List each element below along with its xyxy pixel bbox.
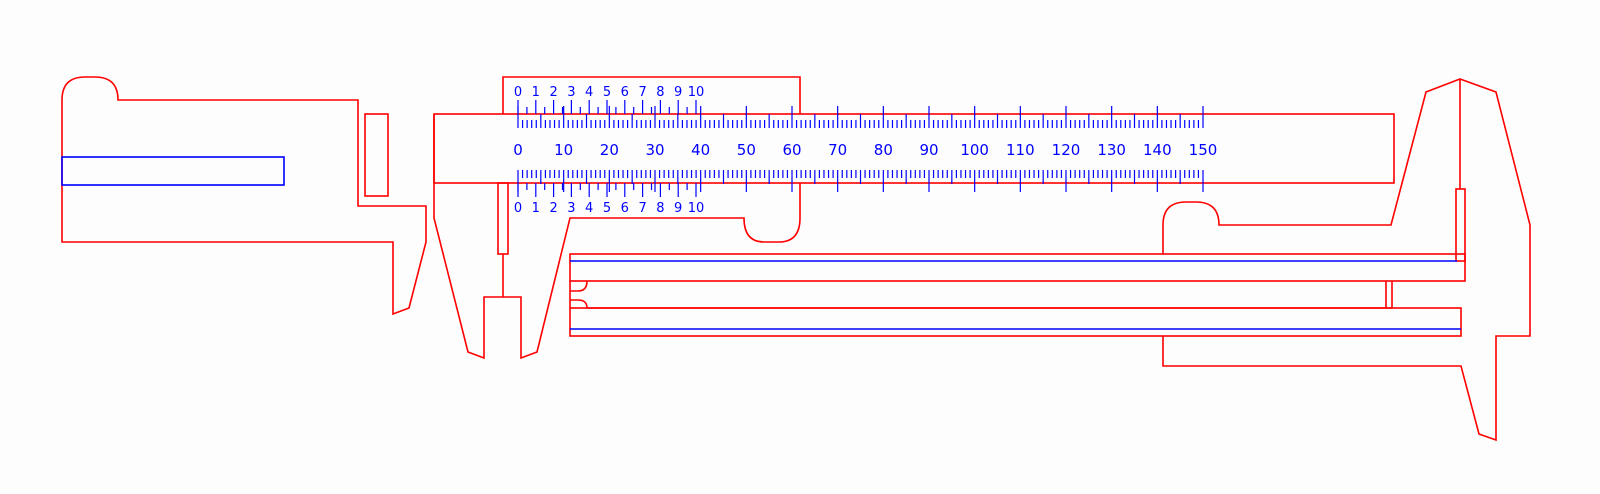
- vernier-bottom-label: 8: [656, 201, 664, 216]
- vernier-top-label: 0: [514, 85, 522, 100]
- right-jaw-outline: [1162, 78, 1531, 442]
- main-scale-label: 90: [919, 141, 938, 159]
- vernier-bottom-label: 6: [621, 201, 629, 216]
- vernier-top-label: 6: [621, 85, 629, 100]
- main-scale-label: 80: [874, 141, 893, 159]
- main-scale-ticks: [517, 106, 1204, 192]
- main-beam-outline: [433, 113, 1395, 184]
- vernier-lock-slot: [497, 182, 509, 255]
- main-scale-label: 0: [513, 141, 523, 159]
- main-scale-label: 130: [1097, 141, 1126, 159]
- vernier-top-label: 10: [688, 85, 705, 100]
- vernier-top-label: 2: [549, 85, 557, 100]
- vernier-top-label: 1: [532, 85, 540, 100]
- vernier-body-outline: [433, 114, 801, 360]
- vernier-bottom-label: 5: [603, 201, 611, 216]
- left-slider-part: [61, 76, 427, 316]
- right-jaw-slot: [1455, 188, 1466, 262]
- vernier-top-window: [502, 76, 801, 114]
- main-scale-label: 140: [1143, 141, 1172, 159]
- main-scale-label: 110: [1006, 141, 1035, 159]
- main-scale-label: 10: [554, 141, 573, 159]
- vernier-bottom-label: 2: [549, 201, 557, 216]
- left-slider-outline: [61, 76, 427, 316]
- middle-rail-outline: [569, 280, 1393, 309]
- vernier-top-label: 7: [638, 85, 646, 100]
- lower-rail-outline: [569, 307, 1462, 337]
- vernier-bottom-label: 1: [532, 201, 540, 216]
- vernier-top-label: 8: [656, 85, 664, 100]
- vernier-bottom-label: 10: [688, 201, 705, 216]
- main-scale-label: 40: [691, 141, 710, 159]
- vernier-bottom-label: 7: [638, 201, 646, 216]
- left-slider-window: [364, 113, 389, 197]
- main-scale-label: 20: [600, 141, 619, 159]
- main-scale-label: 30: [645, 141, 664, 159]
- main-scale-labels: 0 10 20 30 40 50 60 70 80 90 100 110 120 130 140 150: [513, 141, 1217, 159]
- left-slider-blue-strip: [61, 156, 285, 186]
- vernier-top-label: 4: [585, 85, 593, 100]
- main-beam: [433, 113, 1395, 184]
- upper-rail-outline: [569, 253, 1466, 282]
- vernier-top-label: 9: [674, 85, 682, 100]
- vernier-bottom-label: 0: [514, 201, 522, 216]
- main-scale-label: 150: [1189, 141, 1218, 159]
- main-scale-label: 70: [828, 141, 847, 159]
- right-jaw-part: [1162, 78, 1531, 442]
- main-scale-label: 100: [960, 141, 989, 159]
- main-scale-label: 120: [1052, 141, 1081, 159]
- vernier-top-label: 5: [603, 85, 611, 100]
- vernier-bottom-label: 4: [585, 201, 593, 216]
- lower-rails: [569, 253, 1466, 337]
- main-scale-label: 60: [782, 141, 801, 159]
- vernier-bottom-label: 9: [674, 201, 682, 216]
- vernier-bottom-label: 3: [567, 201, 575, 216]
- vernier-top-label: 3: [567, 85, 575, 100]
- vernier-slider: [433, 76, 801, 360]
- main-scale-label: 50: [737, 141, 756, 159]
